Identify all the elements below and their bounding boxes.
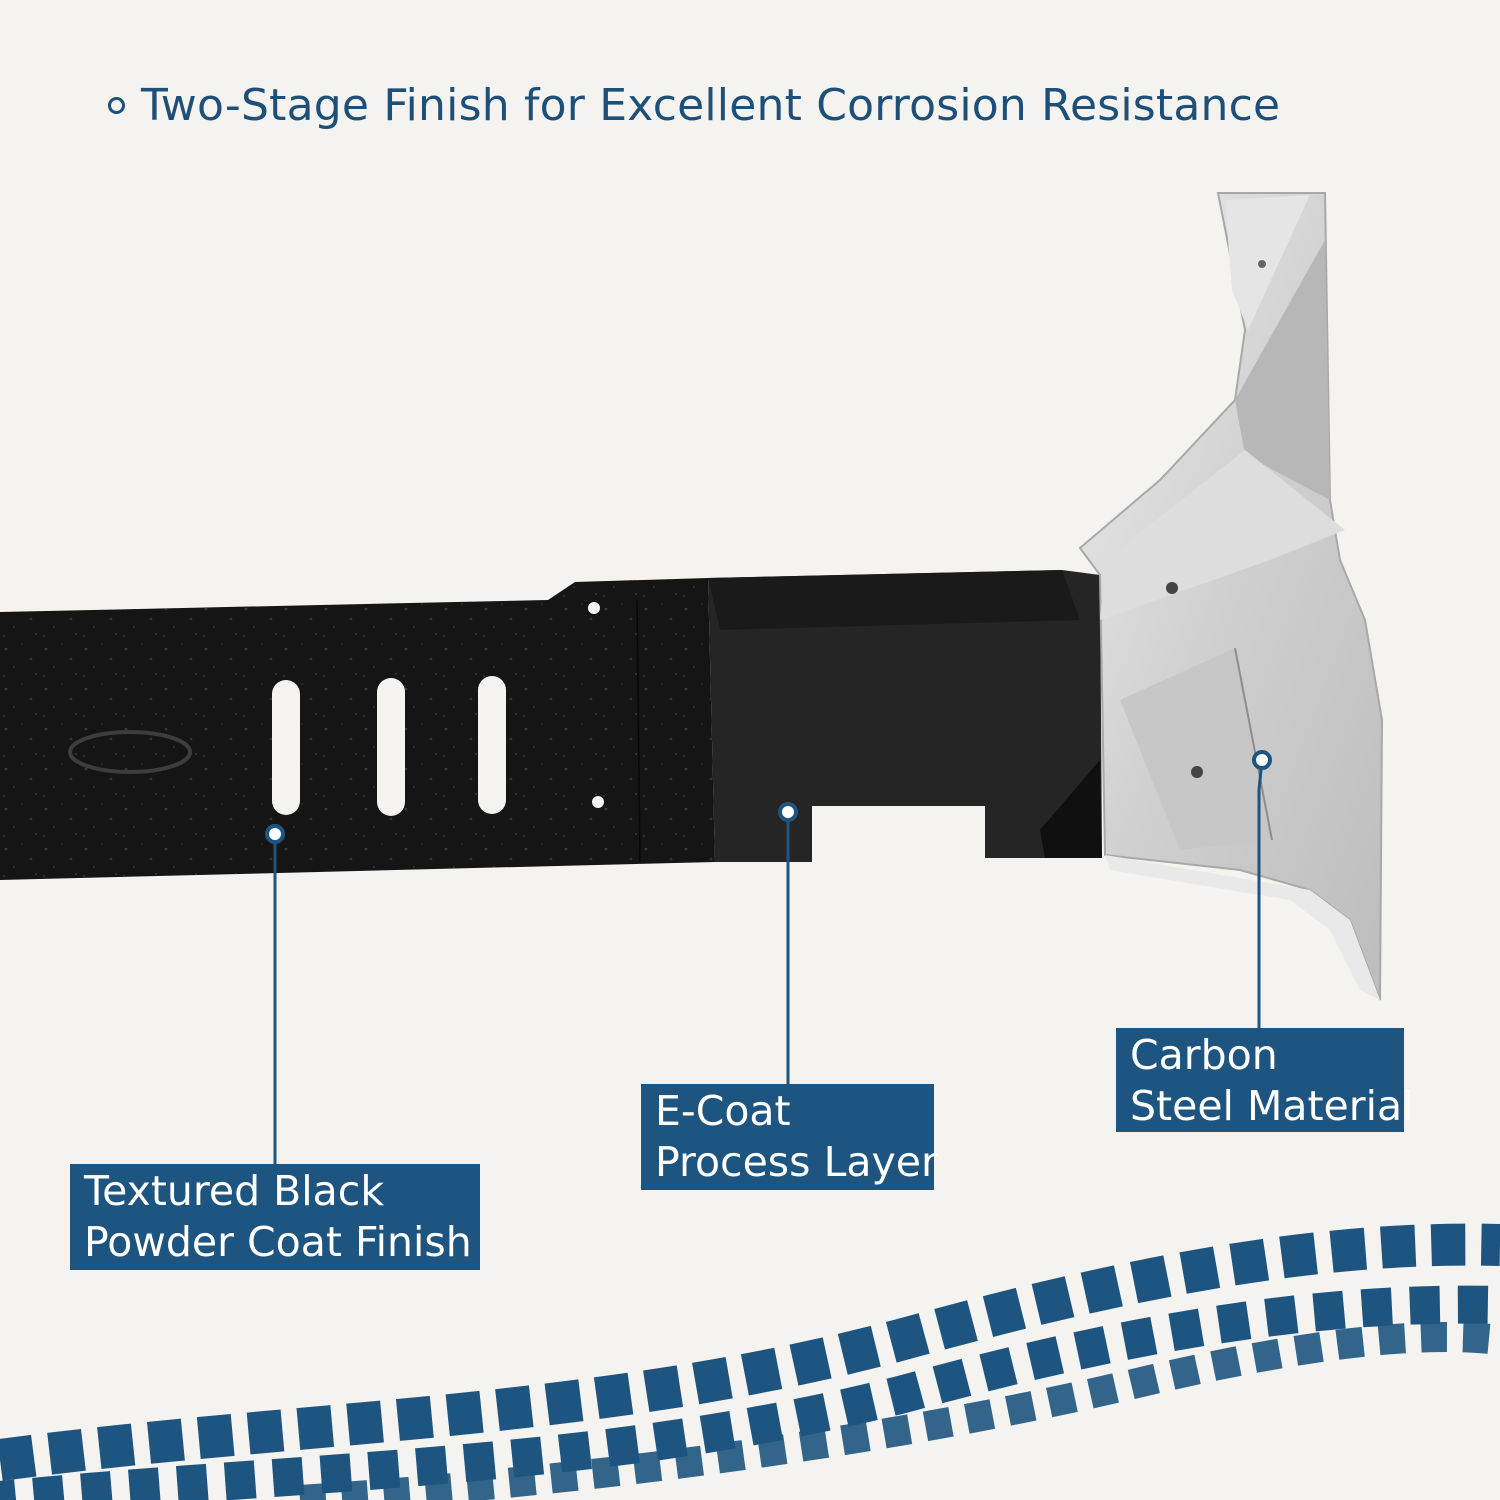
callout-line: Textured Black (84, 1167, 385, 1215)
headline-text: Two-Stage Finish for Excellent Corrosion… (141, 80, 1281, 131)
callout-line: Carbon (1130, 1031, 1278, 1079)
bar-slot-holes (272, 676, 506, 816)
page-title: Two-Stage Finish for Excellent Corrosion… (108, 80, 1280, 131)
carbon-steel-bracket (1078, 192, 1384, 1001)
tire-track-decoration (0, 1223, 1500, 1500)
callout-e-coat: E-Coat Process Layer (641, 1084, 938, 1190)
callout-line: E-Coat (655, 1087, 791, 1135)
callout-carbon-steel: Carbon Steel Material (1116, 1028, 1414, 1132)
e-coat-sleeve (708, 570, 1102, 862)
powder-coat-bar (0, 578, 715, 880)
marker-dot-powder-coat (265, 824, 285, 844)
callout-powder-coat: Textured Black Powder Coat Finish (70, 1164, 480, 1270)
brand-emblem-icon (68, 730, 192, 774)
callout-leaders (265, 750, 1272, 1164)
callout-line: Powder Coat Finish (84, 1218, 472, 1266)
marker-dot-e-coat (778, 802, 798, 822)
callout-line: Process Layer (655, 1138, 938, 1186)
callout-line: Steel Material (1130, 1082, 1414, 1130)
marker-dot-carbon-steel (1252, 750, 1272, 770)
bullet-icon (108, 97, 125, 114)
